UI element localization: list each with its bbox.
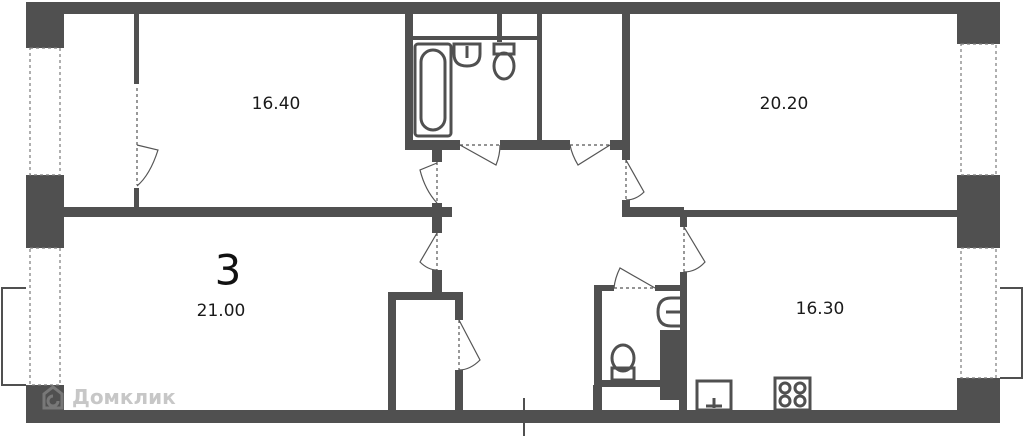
- toilet-icon: [610, 343, 636, 382]
- stove-icon: [773, 376, 812, 412]
- rooms-count: 3: [214, 245, 242, 295]
- walls: [26, 2, 1000, 423]
- entrance-marker: [496, 398, 552, 436]
- toilet-icon: [492, 42, 516, 81]
- sink-icon: [452, 42, 482, 68]
- thin-walls: [593, 385, 681, 413]
- domclick-logo-icon: [42, 385, 64, 410]
- room-area-kitchen: 16.30: [795, 299, 845, 319]
- sink-icon: [656, 296, 685, 328]
- bathtub-icon: [413, 42, 453, 138]
- window-icon: [29, 43, 997, 386]
- kitchen-sink-icon: [695, 379, 733, 412]
- room-area-top-left: 16.40: [251, 94, 301, 114]
- room-area-top-right: 20.20: [759, 94, 809, 114]
- room-area-living: 21.00: [196, 301, 246, 321]
- watermark: Домклик: [40, 384, 176, 410]
- door-swing-icon: [136, 88, 706, 371]
- watermark-text: Домклик: [72, 385, 176, 409]
- balcony-frames: [1, 287, 1023, 386]
